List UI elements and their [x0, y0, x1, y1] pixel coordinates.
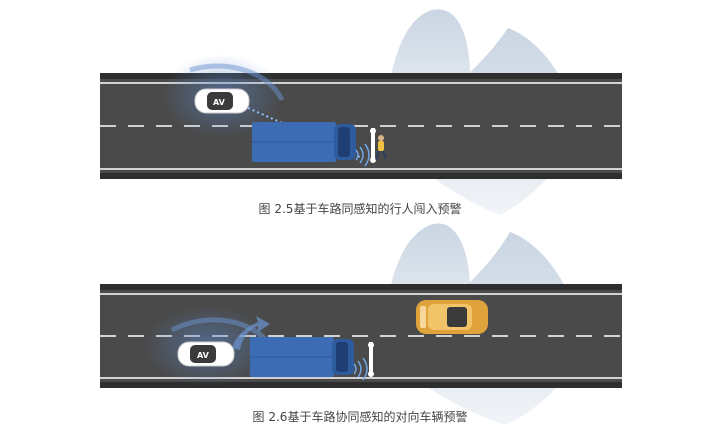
caption-figure-2-5: 图 2.5基于车路同感知的行人闯入预警 — [258, 202, 462, 216]
signal-waves — [355, 143, 370, 167]
overtake-arrow — [232, 316, 270, 350]
av-label: AV — [213, 98, 226, 107]
av-label-2: AV — [197, 351, 210, 360]
av-sensor-arc — [189, 63, 285, 102]
road-top-edge-upper — [100, 73, 622, 79]
autonomous-vehicle-2: AV — [177, 341, 235, 367]
road-bottom-edge-upper — [100, 284, 622, 290]
figure-2-5: AV — [100, 9, 622, 215]
figure-2-6: AV — [100, 223, 622, 425]
oncoming-car — [416, 300, 488, 334]
road-bottom-edge-lower — [100, 382, 622, 388]
pedestrian-icon — [375, 135, 387, 161]
autonomous-vehicle: AV — [194, 88, 250, 114]
caption-figure-2-6: 图 2.6基于车路协同感知的对向车辆预警 — [252, 410, 468, 424]
road-top-edge-lower — [100, 173, 622, 179]
blue-truck-2 — [250, 337, 354, 377]
signal-waves-2 — [353, 357, 368, 381]
av-sensor-arc-2 — [170, 317, 268, 342]
roadside-unit — [370, 128, 376, 163]
roadside-unit-2 — [368, 342, 374, 377]
blue-truck — [252, 122, 356, 162]
perception-line — [247, 107, 363, 159]
